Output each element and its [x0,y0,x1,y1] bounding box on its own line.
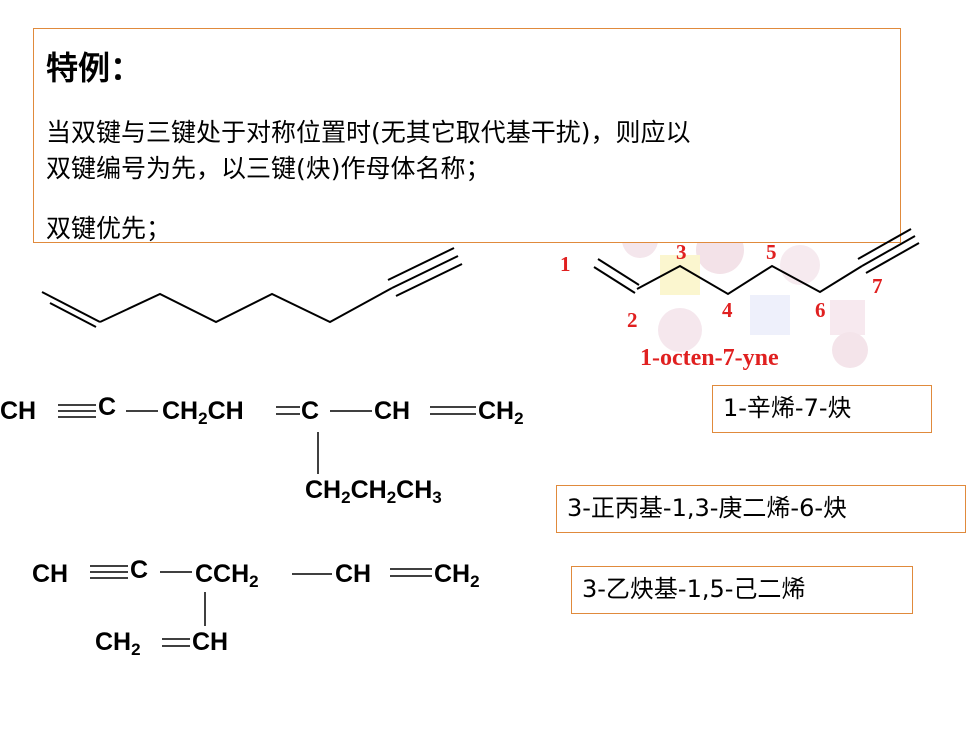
skeleton-number-1: 1 [560,252,571,276]
f2-c: C [130,556,149,584]
f1-ch2ch: CH2CH [162,397,244,428]
f2-ch2-end: CH2 [434,560,480,591]
skeleton-number-7: 7 [872,274,883,298]
special-case-note: 特例： 当双键与三键处于对称位置时(无其它取代基干扰)，则应以 双键编号为先，以… [33,28,901,243]
f2-ch-vinyl: CH [335,560,372,588]
f1-ch-vinyl: CH [374,397,411,425]
name-box-1: 1-辛烯-7-炔 [712,385,932,433]
f1-c2: C [301,397,320,425]
f2-cch2: CCH2 [195,560,259,591]
note-title: 特例： [46,49,143,87]
f1-ch2-end: CH2 [478,397,524,428]
skeleton-number-2: 2 [627,308,638,332]
skeleton-name-label: 1-octen-7-yne [640,345,779,371]
skeleton-number-4: 4 [722,298,733,322]
skeleton-number-6: 6 [815,298,826,322]
note-line-2: 双键编号为先，以三键(炔)作母体名称； [46,154,491,183]
skeleton-number-5: 5 [766,240,777,264]
f2-vinyl-ch: CH [192,628,229,656]
f1-c: C [98,393,117,421]
note-line-3: 双键优先； [46,214,172,243]
f1-ch: CH [0,397,37,425]
f1-propyl-substituent: CH2CH2CH3 [305,476,442,507]
skeleton-number-3: 3 [676,240,687,264]
name-box-3: 3-乙炔基-1,5-己二烯 [571,566,913,614]
note-line-1: 当双键与三键处于对称位置时(无其它取代基干扰)，则应以 [46,118,691,147]
f2-vinyl-ch2: CH2 [95,628,141,659]
f2-ch: CH [32,560,69,588]
name-box-2: 3-正丙基-1,3-庚二烯-6-炔 [556,485,966,533]
